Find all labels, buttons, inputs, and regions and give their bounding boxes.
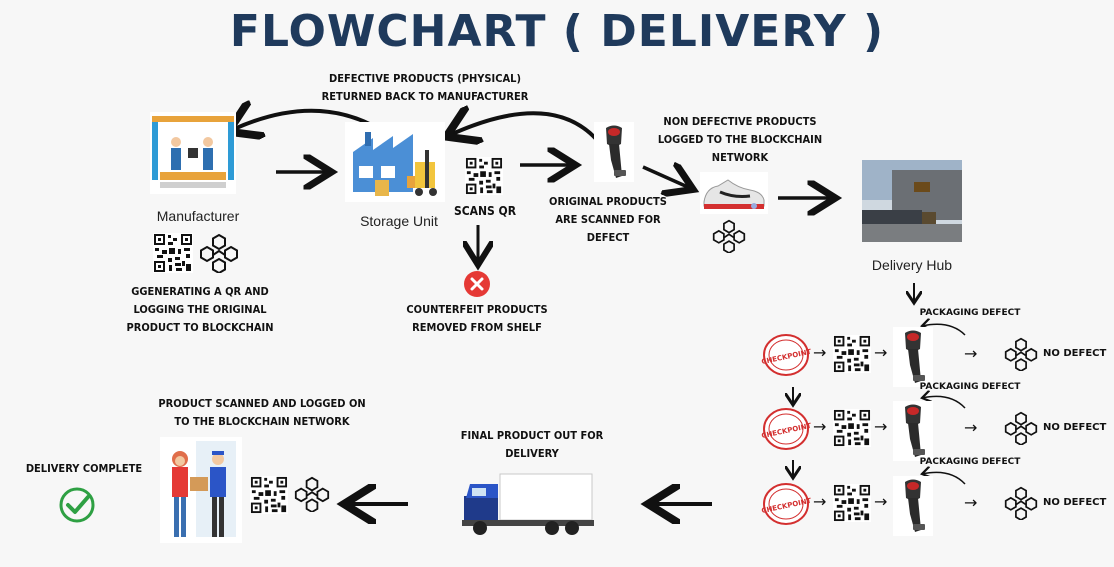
packaging-defect-arrow-3: [922, 472, 966, 485]
arrow-right-icon: →: [964, 493, 978, 512]
storage-unit-label: Storage Unit: [360, 213, 438, 229]
checkpoint-stamp: CHECKPOINT: [761, 482, 812, 526]
qr-code-icon: [833, 484, 871, 522]
no-defect-label: NO DEFECT: [1043, 497, 1107, 508]
arrow-right-icon: →: [964, 344, 978, 363]
non-defective-caption: NON DEFECTIVE PRODUCTS LOGGED TO THE BLO…: [657, 115, 823, 164]
packaging-defect-label: PACKAGING DEFECT: [919, 382, 1021, 392]
original-scanned-caption: ORIGINAL PRODUCTS ARE SCANNED FOR DEFECT: [549, 195, 667, 244]
no-defect-label: NO DEFECT: [1043, 422, 1107, 433]
arrow-right-icon: →: [874, 492, 888, 511]
delivery-truck-illustration: [460, 470, 594, 538]
barcode-scanner-icon: [893, 401, 933, 461]
delivery-hub-photo: [862, 160, 962, 242]
arrow-right-icon: →: [813, 343, 827, 362]
page-title: FLOWCHART ( DELIVERY ): [229, 6, 885, 57]
no-defect-label: NO DEFECT: [1043, 348, 1107, 359]
arrow-right-icon: →: [964, 418, 978, 437]
blockchain-icon: [199, 233, 239, 273]
generating-qr-caption: GGENERATING A QR AND LOGGING THE ORIGINA…: [126, 285, 274, 334]
product-scanned-caption: PRODUCT SCANNED AND LOGGED ON TO THE BLO…: [158, 397, 366, 428]
sneaker-image: [700, 172, 768, 214]
final-product-caption: FINAL PRODUCT OUT FOR DELIVERY: [460, 429, 604, 460]
barcode-scanner-icon: [893, 327, 933, 387]
scans-qr-caption: SCANS QR: [453, 204, 517, 218]
arrow-right-icon: →: [874, 343, 888, 362]
qr-code-icon: [153, 233, 193, 273]
manufacturer-illustration: [150, 112, 236, 194]
customer-delivery-illustration: [160, 437, 242, 543]
arrow-right-icon: →: [874, 417, 888, 436]
blockchain-icon: [1004, 411, 1038, 445]
checkpoint-stamp: CHECKPOINT: [761, 407, 812, 451]
storage-unit-illustration: [345, 122, 445, 202]
check-circle-icon: [59, 487, 95, 523]
packaging-defect-arrow-1: [922, 324, 966, 336]
packaging-defect-label: PACKAGING DEFECT: [919, 308, 1021, 318]
qr-code-icon: [833, 335, 871, 373]
blockchain-icon: [1004, 486, 1038, 520]
return-arrow-scanner-to-storage: [450, 113, 607, 152]
reject-x-icon: [464, 271, 490, 297]
blockchain-icon: [712, 219, 746, 253]
defective-returned-caption: DEFECTIVE PRODUCTS (PHYSICAL) RETURNED B…: [321, 72, 529, 103]
qr-code-icon: [465, 157, 503, 195]
delivery-complete-caption: DELIVERY COMPLETE: [25, 462, 143, 475]
packaging-defect-label: PACKAGING DEFECT: [919, 457, 1021, 467]
barcode-scanner-icon: [893, 476, 933, 536]
blockchain-icon: [1004, 337, 1038, 371]
qr-code-icon: [833, 409, 871, 447]
manufacturer-label: Manufacturer: [156, 208, 240, 224]
blockchain-icon: [294, 476, 330, 512]
checkpoint-stamp: CHECKPOINT: [761, 333, 812, 377]
arrow-right-icon: →: [813, 417, 827, 436]
packaging-defect-arrow-2: [922, 396, 966, 409]
arrow-right-icon: →: [813, 492, 827, 511]
counterfeit-caption: COUNTERFEIT PRODUCTS REMOVED FROM SHELF: [406, 303, 548, 334]
arrow-scanner-to-shoe: [642, 167, 690, 188]
barcode-scanner-icon: [594, 122, 634, 182]
qr-code-icon: [250, 476, 288, 514]
delivery-hub-label: Delivery Hub: [871, 257, 953, 273]
